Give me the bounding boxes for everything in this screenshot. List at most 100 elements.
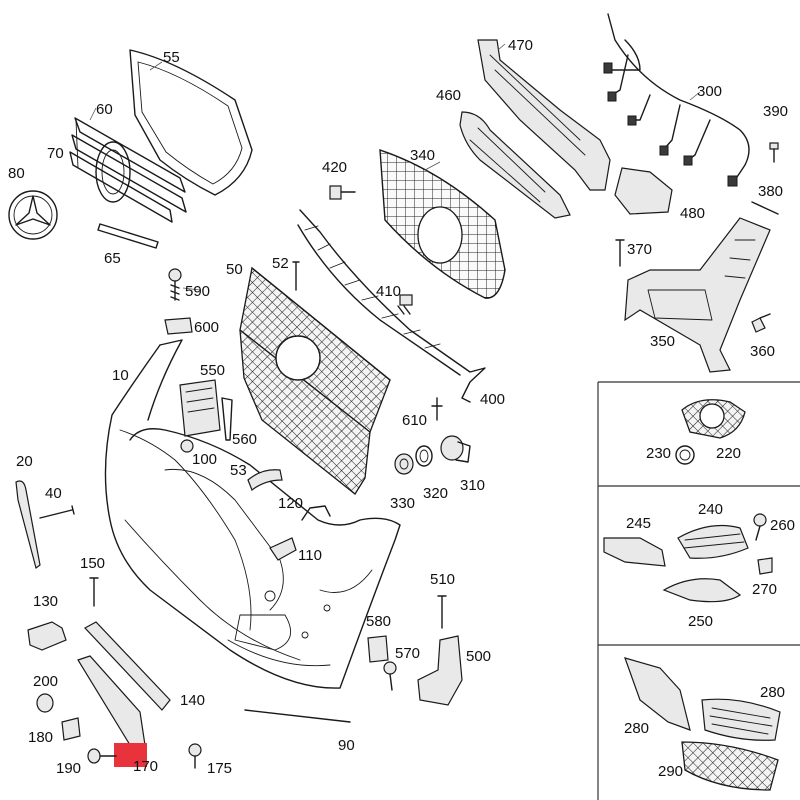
- part-480-bracket: [614, 167, 673, 215]
- callout-120: 120: [278, 495, 303, 512]
- callout-460: 460: [436, 87, 461, 104]
- callout-190: 190: [56, 760, 81, 777]
- part-245-cover: [603, 537, 666, 567]
- callout-10: 10: [112, 367, 129, 384]
- callout-110: 110: [298, 547, 322, 564]
- part-10-bumper-cover: [104, 339, 401, 689]
- callout-570: 570: [395, 645, 420, 662]
- callout-260: 260: [770, 517, 795, 534]
- callout-360: 360: [750, 343, 775, 360]
- part-320-ring: [415, 445, 433, 467]
- part-560-rod: [221, 397, 233, 441]
- callout-140: 140: [180, 692, 205, 709]
- part-420-bolt: [329, 185, 356, 200]
- callout-50: 50: [226, 261, 243, 278]
- callout-65: 65: [104, 250, 121, 267]
- callout-420: 420: [322, 159, 347, 176]
- callout-230: 230: [646, 445, 671, 462]
- part-470-beam: [477, 39, 611, 191]
- callout-55: 55: [163, 49, 180, 66]
- part-100-plug: [180, 439, 194, 453]
- part-175-clip: [188, 743, 202, 769]
- callout-380: 380: [758, 183, 783, 200]
- callout-60: 60: [96, 101, 113, 118]
- part-570-screw: [383, 661, 397, 691]
- part-60-slat-grille: [69, 117, 187, 223]
- callout-340: 340: [410, 147, 435, 164]
- callout-80: 80: [8, 165, 25, 182]
- callout-600: 600: [194, 319, 219, 336]
- leader-lines: [89, 43, 701, 291]
- part-510-screw: [437, 595, 447, 629]
- callout-280-left: 280: [624, 720, 649, 737]
- callout-220: 220: [716, 445, 741, 462]
- callout-175: 175: [207, 760, 232, 777]
- part-20-side-strip: [15, 480, 41, 570]
- callout-410: 410: [376, 283, 401, 300]
- part-400-support-bar: [297, 209, 486, 403]
- part-80-star-emblem: [8, 190, 58, 240]
- callout-200: 200: [33, 673, 58, 690]
- callout-480: 480: [680, 205, 705, 222]
- callout-180: 180: [28, 729, 53, 746]
- callout-550: 550: [200, 362, 225, 379]
- callout-130: 130: [33, 593, 58, 610]
- part-340-radiator-grille: [379, 149, 506, 299]
- part-180-clip: [61, 717, 81, 741]
- callout-250: 250: [688, 613, 713, 630]
- callout-470: 470: [508, 37, 533, 54]
- callout-510: 510: [430, 571, 455, 588]
- part-170-lower-panel: [77, 655, 147, 767]
- part-390-pin: [769, 142, 779, 163]
- part-300-wiring-harness: [603, 13, 750, 187]
- part-250-housing: [662, 578, 742, 603]
- part-190-bolt: [87, 748, 117, 764]
- part-380-strip: [751, 201, 779, 215]
- callout-350: 350: [650, 333, 675, 350]
- callout-330: 330: [390, 495, 415, 512]
- part-370-bolt: [615, 239, 625, 267]
- callout-280-top: 280: [760, 684, 785, 701]
- part-280-grille-insert: [701, 698, 781, 741]
- callout-labels: 55 60 70 80 65 590 600 10 550 100 560 50…: [8, 37, 795, 780]
- part-110-flap: [269, 537, 297, 561]
- part-130-bracket: [27, 621, 67, 651]
- part-50-main-grille: [239, 266, 391, 495]
- part-600-clip: [164, 317, 193, 335]
- inset-frame-fog-lamp: [597, 381, 800, 800]
- part-150-screw: [89, 577, 99, 607]
- callout-310: 310: [460, 477, 485, 494]
- callout-270: 270: [752, 581, 777, 598]
- callout-53: 53: [230, 462, 247, 479]
- part-53-bracket: [247, 469, 283, 491]
- callout-290: 290: [658, 763, 683, 780]
- part-70-emblem-ring: [95, 141, 131, 203]
- part-260-screw: [753, 513, 767, 541]
- part-55-grille-frame: [129, 49, 253, 196]
- part-52-screw: [292, 261, 300, 291]
- callout-580: 580: [366, 613, 391, 630]
- callout-90: 90: [338, 737, 355, 754]
- callout-610: 610: [402, 412, 427, 429]
- callout-100: 100: [192, 451, 217, 468]
- part-120-hook: [301, 505, 331, 521]
- part-350-side-bracket: [624, 217, 771, 373]
- callout-245: 245: [626, 515, 651, 532]
- callout-590: 590: [185, 283, 210, 300]
- part-65-trim-strip: [97, 223, 159, 249]
- callout-400: 400: [480, 391, 505, 408]
- part-270-clip: [757, 557, 773, 575]
- callout-560: 560: [232, 431, 257, 448]
- callout-170: 170: [133, 758, 158, 775]
- part-410-bolt: [397, 294, 413, 315]
- part-330-holder: [394, 453, 414, 475]
- part-460-absorber: [459, 111, 571, 219]
- part-240-drl-lamp: [677, 524, 749, 559]
- highlight-marker: [114, 743, 147, 767]
- callout-20: 20: [16, 453, 33, 470]
- callout-390: 390: [763, 103, 788, 120]
- callout-70: 70: [47, 145, 64, 162]
- part-500-bracket: [417, 635, 463, 706]
- part-360-clip: [751, 313, 771, 333]
